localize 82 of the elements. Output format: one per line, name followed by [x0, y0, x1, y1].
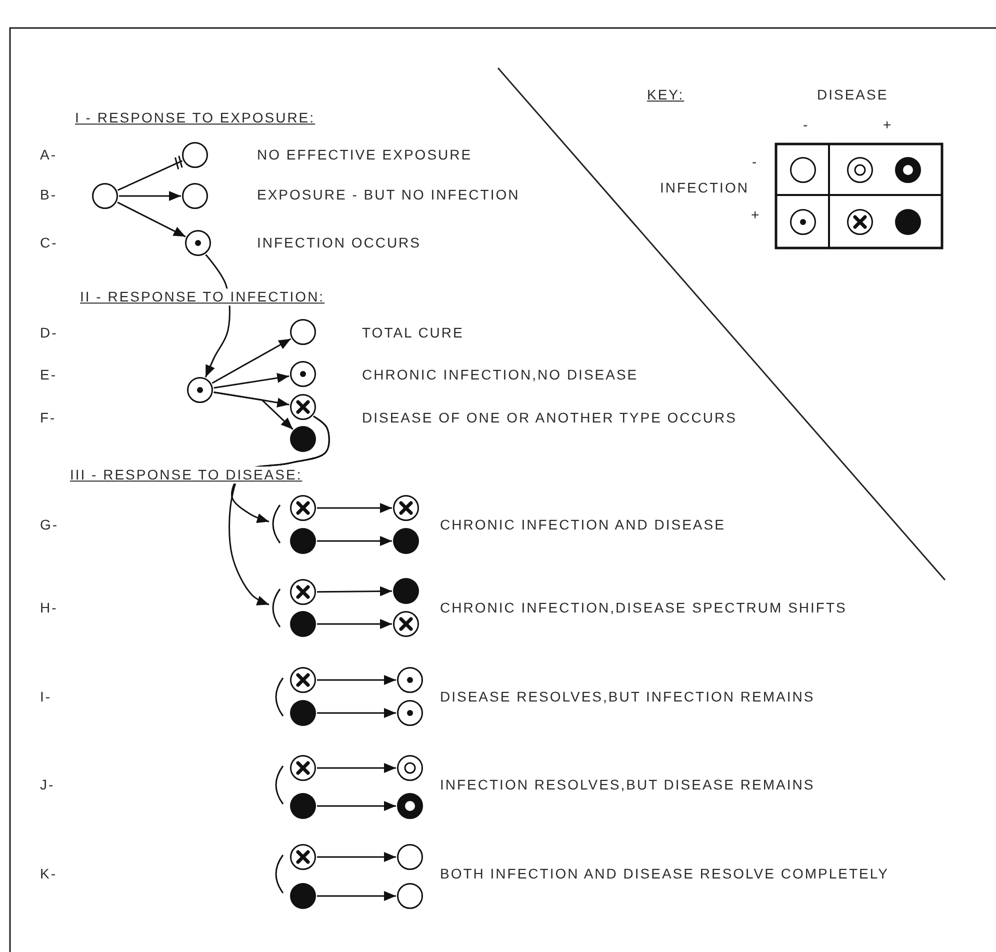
arrow [317, 763, 396, 773]
section-heading: I - RESPONSE TO EXPOSURE: [75, 110, 316, 126]
arrow [317, 891, 396, 901]
empty-circle [92, 183, 118, 209]
axis-value: - [803, 116, 810, 134]
filled-circle [290, 700, 316, 726]
filled-circle [290, 426, 316, 452]
outcome-text: CHRONIC INFECTION,NO DISEASE [362, 366, 638, 384]
dotted-circle [397, 700, 423, 726]
arrow [317, 801, 396, 811]
arrow [317, 619, 392, 629]
axis-value: - [752, 154, 758, 170]
outcome-text: TOTAL CURE [362, 324, 464, 342]
arrow [317, 852, 396, 862]
outcome-text: CHRONIC INFECTION,DISEASE SPECTRUM SHIFTS [440, 600, 847, 616]
empty-circle [397, 883, 423, 909]
filled-circle [290, 883, 316, 909]
outcome-text: CHRONIC INFECTION AND DISEASE [440, 516, 726, 534]
axis-title: INFECTION [660, 180, 749, 196]
arrow [214, 391, 294, 430]
outcome-text: BOTH INFECTION AND DISEASE RESOLVE COMPLETELY [440, 866, 889, 882]
empty-circle [182, 142, 208, 168]
arrow [117, 202, 186, 238]
filled-circle [290, 793, 316, 819]
row-letter: E- [40, 366, 57, 384]
empty-circle [290, 319, 316, 345]
arrow [317, 675, 396, 685]
dotted-circle [397, 667, 423, 693]
bracket [272, 677, 284, 717]
dotted-circle [290, 361, 316, 387]
arrow [212, 338, 292, 384]
row-letter: D- [40, 324, 58, 342]
bracket [269, 588, 281, 628]
arrow [317, 708, 396, 718]
crossed-circle [290, 755, 316, 781]
outcome-text: NO EFFECTIVE EXPOSURE [257, 146, 472, 164]
row-letter: C- [40, 234, 58, 252]
outcome-text: INFECTION OCCURS [257, 234, 421, 252]
crossed-circle [290, 667, 316, 693]
arrow [317, 503, 392, 513]
row-letter: G- [40, 516, 59, 534]
crossed-circle [290, 844, 316, 870]
bracket [272, 854, 284, 894]
outcome-text: EXPOSURE - BUT NO INFECTION [257, 186, 520, 204]
row-letter: J- [40, 776, 55, 794]
empty-circle [397, 844, 423, 870]
row-letter: K- [40, 866, 57, 882]
arrow [317, 536, 392, 546]
ring-symbol [397, 793, 423, 819]
crossed-circle [290, 394, 316, 420]
row-letter: F- [40, 410, 56, 426]
section-heading: II - RESPONSE TO INFECTION: [80, 288, 325, 306]
bracket [269, 504, 281, 544]
outcome-text: DISEASE OF ONE OR ANOTHER TYPE OCCURS [362, 410, 737, 426]
axis-value: + [751, 206, 761, 224]
arrow [228, 416, 330, 606]
crossed-circle [290, 579, 316, 605]
axis-value: + [883, 116, 893, 134]
filled-circle [290, 528, 316, 554]
outcome-text: INFECTION RESOLVES,BUT DISEASE REMAINS [440, 776, 815, 794]
filled-circle [393, 528, 419, 554]
outcome-text: DISEASE RESOLVES,BUT INFECTION REMAINS [440, 688, 815, 706]
concentric-circle [397, 755, 423, 781]
arrow [214, 373, 290, 389]
crossed-circle [393, 611, 419, 637]
axis-title: DISEASE [817, 86, 888, 104]
empty-circle [182, 183, 208, 209]
crossed-circle [393, 495, 419, 521]
filled-circle [290, 611, 316, 637]
row-letter: I- [40, 688, 52, 706]
arrow [119, 191, 181, 201]
row-letter: B- [40, 186, 57, 204]
key-heading: KEY: [647, 86, 684, 104]
section-heading: III - RESPONSE TO DISEASE: [70, 466, 302, 484]
filled-circle [393, 578, 419, 604]
row-letter: H- [40, 600, 58, 616]
dotted-circle [185, 230, 211, 256]
crossed-circle [290, 495, 316, 521]
dotted-circle [187, 377, 213, 403]
row-letter: A- [40, 146, 57, 164]
arrow [317, 586, 392, 596]
bracket [272, 765, 284, 805]
